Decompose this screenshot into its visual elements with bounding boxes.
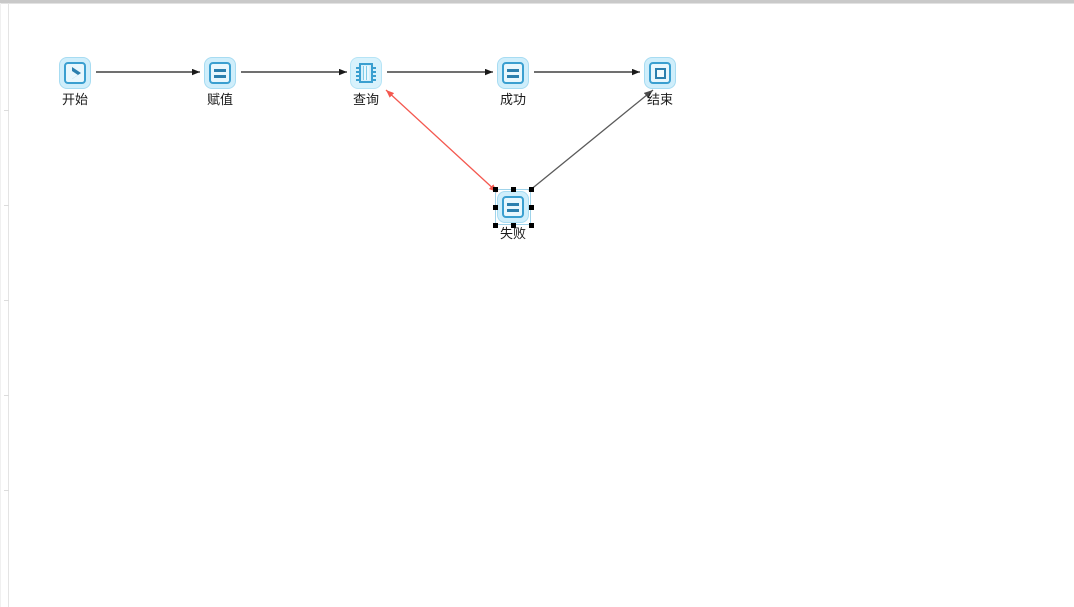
node-end-box[interactable] <box>644 57 676 89</box>
chip-pins-left <box>356 65 360 81</box>
resize-handle-se[interactable] <box>529 223 534 228</box>
ruler-tick <box>4 395 9 396</box>
node-start-label: 开始 <box>61 93 88 108</box>
play-icon <box>64 62 86 84</box>
node-assign-box[interactable] <box>204 57 236 89</box>
pane-left-border <box>8 3 9 607</box>
ruler-tick <box>4 490 9 491</box>
equals-bars-shape <box>507 68 519 78</box>
pane-top-border <box>0 0 1074 4</box>
node-fail-box[interactable] <box>497 191 529 223</box>
equals-bars-icon <box>502 196 524 218</box>
node-end-label: 结束 <box>646 93 673 108</box>
node-success-box[interactable] <box>497 57 529 89</box>
equals-bars-icon <box>209 62 231 84</box>
chip-pins-right <box>372 65 376 81</box>
chip-stripes <box>363 66 369 80</box>
resize-handle-nw[interactable] <box>493 187 498 192</box>
equals-bars-shape <box>214 68 226 78</box>
ruler-tick <box>4 300 9 301</box>
resize-handle-ne[interactable] <box>529 187 534 192</box>
node-assign-label: 赋值 <box>206 93 233 108</box>
resize-handle-n[interactable] <box>511 187 516 192</box>
equals-bars-icon <box>502 62 524 84</box>
edge-query-to-fail[interactable] <box>385 89 498 193</box>
node-fail-label: 失败 <box>499 227 526 242</box>
equals-bars-shape <box>507 202 519 212</box>
resize-handle-e[interactable] <box>529 205 534 210</box>
play-triangle-cutout <box>72 71 78 79</box>
node-success-label: 成功 <box>499 93 526 108</box>
resize-handle-w[interactable] <box>493 205 498 210</box>
stop-square-icon <box>649 62 671 84</box>
node-start-box[interactable] <box>59 57 91 89</box>
node-query-label: 查询 <box>352 93 379 108</box>
pane-left-edge <box>0 3 1 607</box>
chip-database-icon <box>356 63 376 83</box>
ruler-tick <box>4 205 9 206</box>
resize-handle-sw[interactable] <box>493 223 498 228</box>
edge-fail-to-end[interactable] <box>528 89 654 192</box>
ruler-tick <box>4 110 9 111</box>
stop-square-shape <box>654 67 666 79</box>
node-query-box[interactable] <box>350 57 382 89</box>
resize-handle-s[interactable] <box>511 223 516 228</box>
